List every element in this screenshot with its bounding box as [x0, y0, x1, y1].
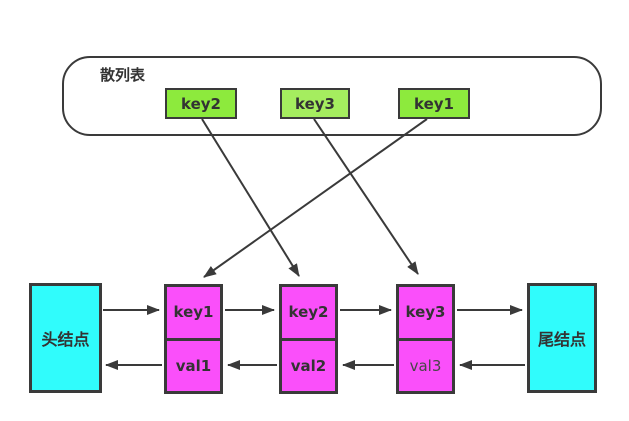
node-val-cell: val2 — [282, 337, 335, 392]
hash-bucket-key2: key2 — [165, 88, 237, 119]
bucket-label: key3 — [295, 94, 335, 113]
hash-bucket-key1: key1 — [398, 88, 470, 119]
tail-node: 尾结点 — [527, 283, 597, 393]
head-node: 头结点 — [29, 283, 102, 393]
list-node-key3: key3 val3 — [396, 284, 455, 394]
arrow-bucket-key3-to-node — [313, 118, 419, 275]
arrow-bucket-key1-to-node — [203, 118, 428, 278]
node-key-cell: key2 — [288, 303, 329, 322]
list-node-key1: key1 val1 — [164, 284, 223, 394]
hash-table-title: 散列表 — [100, 66, 146, 84]
bucket-label: key1 — [414, 94, 454, 113]
node-val-cell: val1 — [167, 337, 220, 392]
node-key-cell: key1 — [173, 303, 214, 322]
arrow-bucket-key2-to-node — [201, 118, 300, 277]
list-node-key2: key2 val2 — [279, 284, 338, 394]
node-key-cell: key3 — [405, 303, 446, 322]
head-node-label: 头结点 — [41, 330, 90, 349]
bucket-label: key2 — [181, 94, 221, 113]
tail-node-label: 尾结点 — [537, 330, 586, 349]
hash-bucket-key3: key3 — [280, 88, 350, 119]
node-val-cell: val3 — [399, 337, 452, 392]
